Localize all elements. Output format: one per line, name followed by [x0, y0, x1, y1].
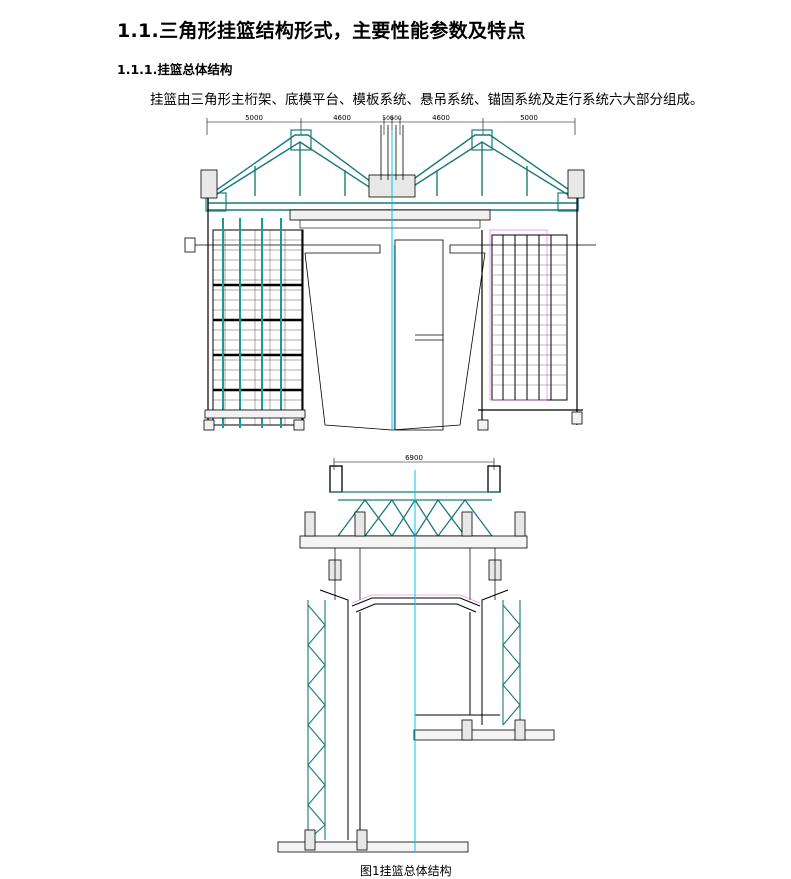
- dim-label-1: 5000: [245, 114, 263, 122]
- dim-label-2: 4600: [333, 114, 351, 122]
- body-paragraph: 挂篮由三角形主桁架、底模平台、模板系统、悬吊系统、锚固系统及走行系统六大部分组成…: [150, 92, 704, 108]
- dim-label-6: 5000: [520, 114, 538, 122]
- dim-label-5: 4600: [432, 114, 450, 122]
- figure-caption: 图1挂篮总体结构: [360, 864, 452, 878]
- main-truss: [207, 134, 579, 211]
- right-lattice-tower: [502, 600, 521, 726]
- dim-label-3: 500: [382, 115, 394, 122]
- cross-beam: [299, 535, 528, 549]
- left-lattice-tower: [307, 600, 326, 841]
- right-formwork: [478, 198, 583, 430]
- dim-label-width: 6900: [405, 454, 423, 462]
- dim-label-4: 500: [390, 115, 402, 122]
- subsection-heading: 1.1.1.挂篮总体结构: [117, 62, 233, 77]
- left-formwork: [207, 198, 304, 430]
- section-heading: 1.1.三角形挂篮结构形式，主要性能参数及特点: [117, 20, 526, 42]
